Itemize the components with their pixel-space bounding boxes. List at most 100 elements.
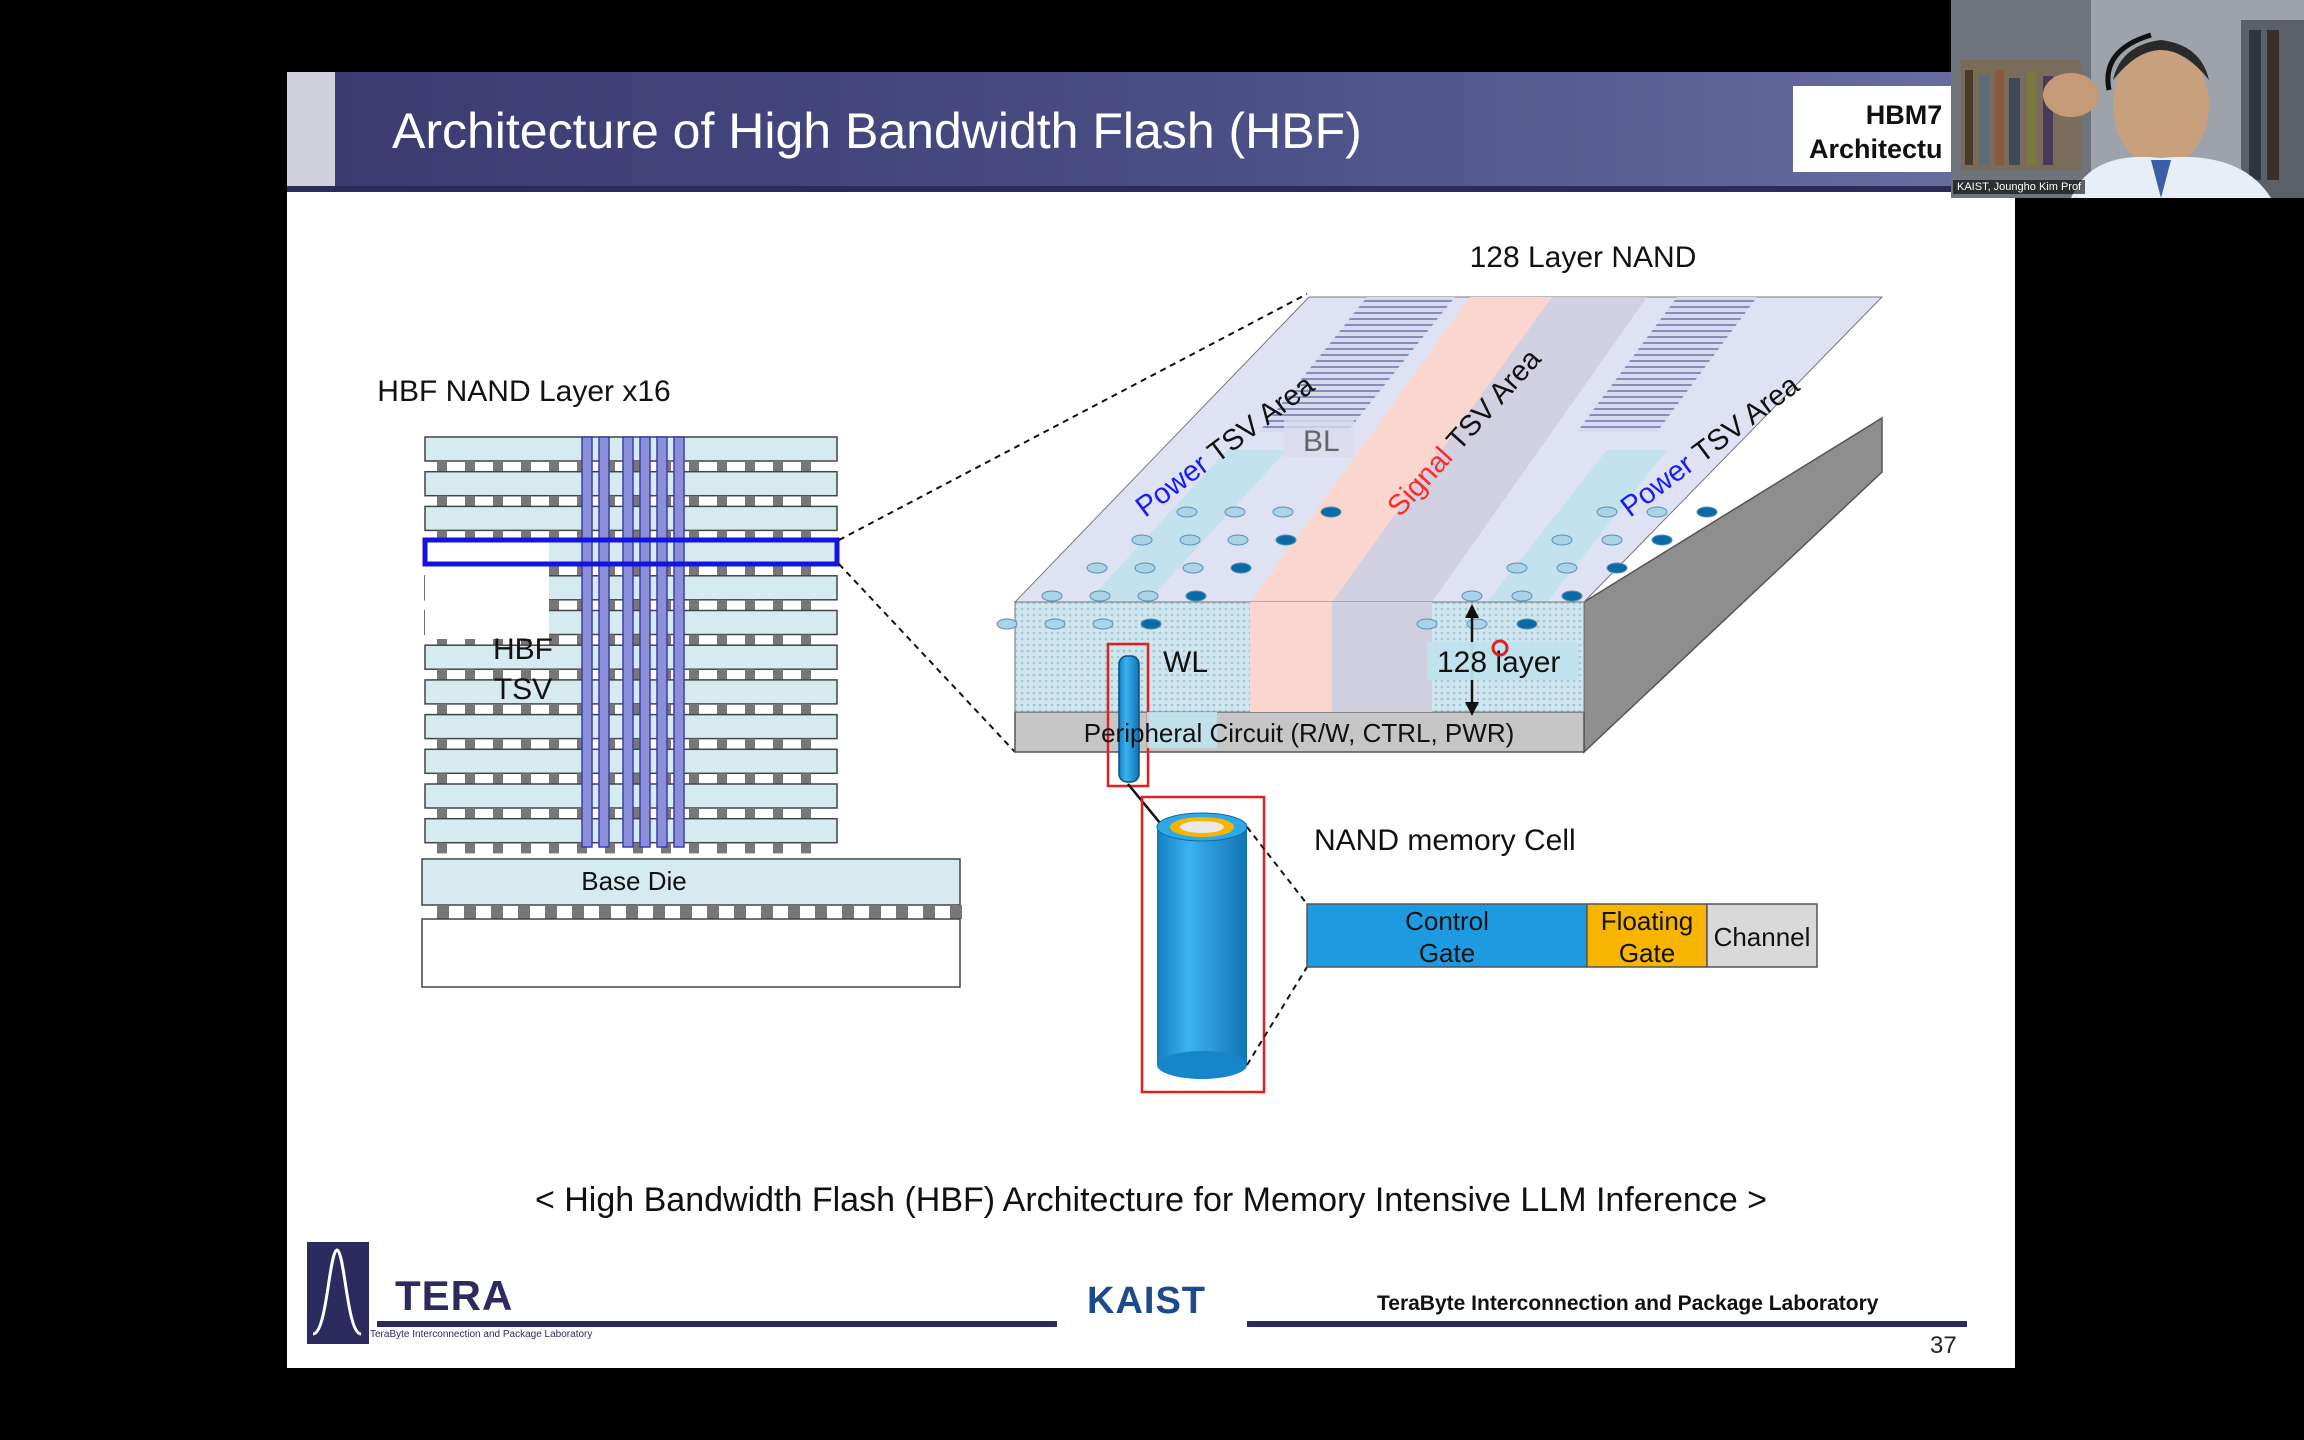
tsv-hole [1596, 506, 1618, 518]
micro-bump [605, 808, 615, 819]
micro-bump [745, 530, 755, 542]
micro-bump [689, 599, 699, 611]
micro-bump [745, 773, 755, 784]
cell-cylinder-body [1157, 827, 1247, 1065]
micro-bump [689, 530, 699, 542]
power-area-left [1087, 450, 1287, 602]
micro-bump [801, 669, 811, 680]
micro-bump [437, 738, 447, 750]
micro-bump [465, 634, 475, 646]
slide: Architecture of High Bandwidth Flash (HB… [287, 72, 2015, 1368]
micro-bump [745, 808, 755, 819]
presenter-video-frame [1951, 0, 2304, 198]
micro-bump [773, 495, 783, 507]
micro-bump [717, 703, 727, 715]
tera-logo-mark [307, 1242, 369, 1344]
control-gate-label-2: Gate [1419, 938, 1475, 968]
tsv-hole [996, 618, 1018, 630]
tsv-hole [1182, 562, 1204, 574]
micro-bump [773, 773, 783, 784]
micro-bump [493, 842, 503, 854]
micro-bump [801, 773, 811, 784]
bl-label: BL [1303, 425, 1340, 458]
nand-title: 128 Layer NAND [1470, 241, 1697, 274]
micro-bump [605, 565, 615, 576]
tsv-hole [1556, 562, 1578, 574]
micro-bump [437, 634, 447, 646]
base-die-label: Base Die [581, 866, 687, 896]
tsv-hole [1606, 562, 1628, 574]
cell-channel-core [1180, 821, 1224, 833]
micro-bump [689, 842, 699, 854]
micro-bump [717, 773, 727, 784]
micro-bump [717, 669, 727, 680]
tsv-hole [1140, 618, 1162, 630]
micro-bump [801, 495, 811, 507]
tsv-hole [1320, 506, 1342, 518]
micro-bump [773, 703, 783, 715]
tsv-hole [1272, 506, 1294, 518]
micro-bump [493, 738, 503, 750]
micro-bump [605, 669, 615, 680]
micro-bump [717, 565, 727, 576]
tsv-holes [996, 506, 1718, 630]
highlighted-layer [422, 537, 840, 567]
micro-bump [633, 669, 643, 680]
micro-bump [773, 599, 783, 611]
page-number: 37 [1930, 1332, 1957, 1359]
tsv-hole [1179, 534, 1201, 546]
micro-bump [493, 634, 503, 646]
solder-bump [923, 905, 935, 919]
micro-bump [633, 495, 643, 507]
solder-bump [896, 905, 908, 919]
nand-cell: NAND memory Cell Control Gate Floating G… [1140, 795, 1818, 1094]
micro-bump [521, 808, 531, 819]
micro-bump [549, 530, 559, 542]
micro-bump [465, 808, 475, 819]
tsv-hole [1092, 618, 1114, 630]
micro-bump [465, 842, 475, 854]
micro-bump [717, 495, 727, 507]
micro-bump [801, 530, 811, 542]
base-die [421, 858, 961, 906]
tsv-hole [1086, 562, 1108, 574]
micro-bump [801, 565, 811, 576]
solder-bump [545, 905, 557, 919]
micro-bump [773, 461, 783, 472]
micro-bump [493, 703, 503, 715]
micro-bump [689, 738, 699, 750]
micro-bump [549, 495, 559, 507]
micro-bump [605, 738, 615, 750]
micro-bump [605, 599, 615, 611]
tsv-hole [1089, 590, 1111, 602]
micro-bump [717, 808, 727, 819]
micro-bump [717, 842, 727, 854]
micro-bump [437, 461, 447, 472]
tsv-hole [1466, 618, 1488, 630]
layer-arrow-head-bottom [1465, 702, 1479, 716]
tsv-hole [1511, 590, 1533, 602]
micro-bump [689, 703, 699, 715]
micro-bump [465, 703, 475, 715]
channel-block [1706, 903, 1818, 968]
channel-pillar [1118, 655, 1140, 783]
micro-bump [745, 599, 755, 611]
micro-bump [521, 634, 531, 646]
micro-bump [577, 842, 587, 854]
cell-zoom-line-bottom [1246, 966, 1308, 1066]
micro-bump [437, 495, 447, 507]
micro-bump [801, 634, 811, 646]
micro-bump [605, 461, 615, 472]
micro-bump [549, 808, 559, 819]
micro-bump [437, 703, 447, 715]
zoom-line-bottom [838, 563, 1016, 753]
solder-bump [626, 905, 638, 919]
micro-bump [521, 773, 531, 784]
micro-bump [773, 634, 783, 646]
micro-bump [465, 669, 475, 680]
webcam-video[interactable] [1951, 0, 2304, 198]
floating-gate-label-1: Floating [1601, 906, 1694, 936]
cell-highlight-box [1140, 795, 1266, 1094]
tsv-columns [581, 436, 685, 848]
solder-bump [815, 905, 827, 919]
